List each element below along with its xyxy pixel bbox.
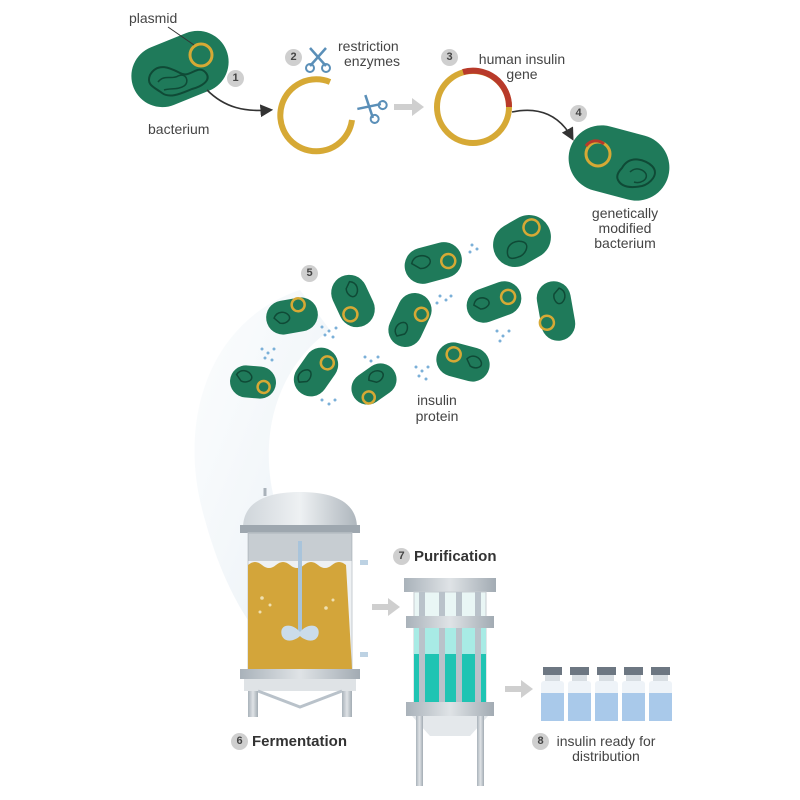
glow-swoosh (194, 290, 330, 630)
arrow-right-icon (505, 680, 533, 698)
step-badge-4: 4 (570, 105, 587, 122)
arrow-right-icon (372, 598, 400, 616)
step-badge-3: 3 (441, 49, 458, 66)
label-gm-line1: genetically (591, 205, 659, 221)
scissors-icon (305, 47, 331, 73)
label-insulin-protein: insulin protein (402, 392, 472, 424)
label-ready-line2: distribution (572, 748, 640, 764)
label-human-line2: gene (506, 66, 538, 82)
label-genetically-modified-bacterium: genetically modified bacterium (582, 206, 668, 251)
scissors-icon (357, 94, 388, 124)
label-insulin-line1: insulin (417, 392, 457, 408)
step-badge-5: 5 (301, 265, 318, 282)
label-bacterium: bacterium (148, 121, 210, 137)
label-restriction-line2: enzymes (344, 53, 401, 69)
open-plasmid (277, 76, 355, 155)
step-badge-1: 1 (227, 70, 244, 87)
insulin-protein-dots (260, 243, 511, 406)
purification-column (404, 578, 496, 786)
insulin-vials (541, 667, 672, 721)
label-human-insulin-gene: human insulin gene (474, 52, 570, 82)
gm-bacterium (568, 125, 670, 201)
label-human-line1: human insulin (478, 51, 566, 67)
label-purification: Purification (414, 548, 497, 565)
step-badge-2: 2 (285, 49, 302, 66)
plasmid-pointer (167, 26, 195, 46)
label-gm-line3: bacterium (594, 235, 656, 251)
label-insulin-ready: insulin ready for distribution (548, 734, 664, 764)
bacteria-colony (230, 214, 576, 405)
arrow-1 (206, 89, 274, 118)
step-badge-8: 8 (532, 733, 549, 750)
label-insulin-line2: protein (415, 408, 459, 424)
label-plasmid: plasmid (129, 10, 178, 26)
step-badge-6: 6 (231, 733, 248, 750)
label-fermentation: Fermentation (252, 733, 348, 750)
fermentation-tank (240, 488, 368, 717)
arrow-3 (511, 109, 574, 141)
label-ready-line1: insulin ready for (556, 733, 656, 749)
step-badge-7: 7 (393, 548, 410, 565)
bacterium-original (131, 30, 229, 108)
arrow-right-icon (394, 98, 424, 116)
label-restriction-line1: restriction (338, 38, 399, 54)
label-gm-line2: modified (598, 220, 652, 236)
insulin-gene-segment (462, 67, 513, 108)
label-restriction-enzymes: restriction enzymes (338, 39, 400, 69)
